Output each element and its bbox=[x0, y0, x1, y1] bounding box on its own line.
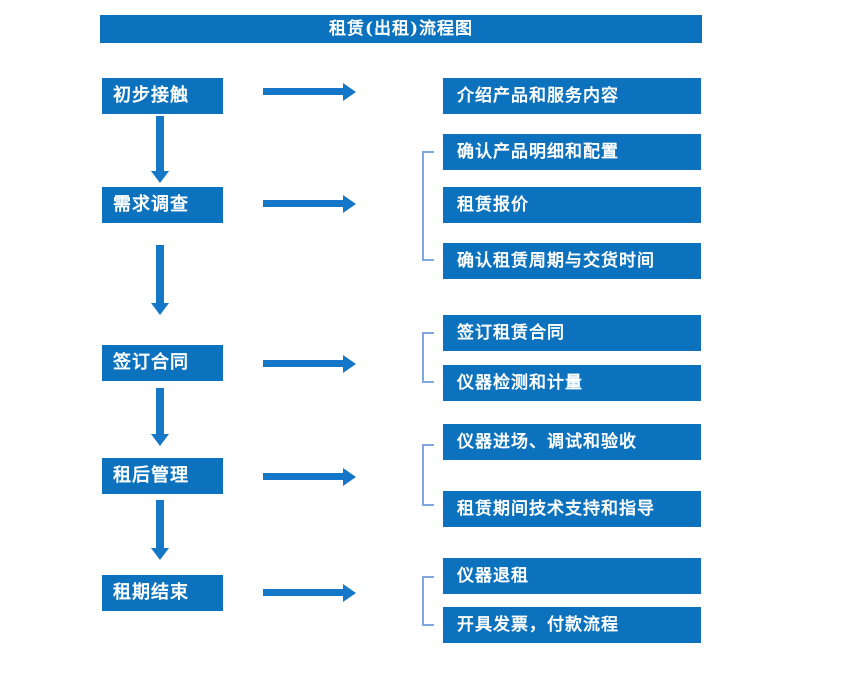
step-box-demand-survey: 需求调查 bbox=[102, 187, 223, 223]
step-box-initial-contact: 初步接触 bbox=[102, 78, 223, 114]
arrow-right-demand-survey bbox=[263, 200, 343, 207]
arrow-down-step4-step5 bbox=[156, 500, 164, 548]
arrow-down-step3-step4 bbox=[156, 388, 164, 434]
detail-box-invoice-payment: 开具发票，付款流程 bbox=[443, 607, 701, 643]
arrow-down-step2-step3 bbox=[156, 245, 164, 303]
arrow-right-sign-contract bbox=[263, 360, 343, 367]
bracket-demand-survey-group bbox=[422, 151, 434, 261]
arrow-right-rental-end bbox=[263, 589, 343, 596]
detail-box-confirm-product-config: 确认产品明细和配置 bbox=[443, 134, 701, 170]
step-box-rental-end: 租期结束 bbox=[102, 575, 223, 611]
arrow-right-post-rental bbox=[263, 473, 343, 480]
step-box-post-rental-management: 租后管理 bbox=[102, 458, 223, 494]
flowchart-title: 租赁(出租)流程图 bbox=[100, 15, 702, 43]
bracket-sign-contract-group bbox=[422, 332, 434, 383]
arrow-right-initial-contact bbox=[263, 88, 343, 95]
detail-box-sign-rental-contract: 签订租赁合同 bbox=[443, 315, 701, 351]
arrow-down-step1-step2 bbox=[156, 116, 164, 171]
detail-box-confirm-period-delivery: 确认租赁周期与交货时间 bbox=[443, 243, 701, 279]
detail-box-technical-support: 租赁期间技术支持和指导 bbox=[443, 491, 701, 527]
detail-box-instrument-testing: 仪器检测和计量 bbox=[443, 365, 701, 401]
detail-box-rental-quote: 租赁报价 bbox=[443, 187, 701, 223]
detail-box-instrument-return: 仪器退租 bbox=[443, 558, 701, 594]
step-box-sign-contract: 签订合同 bbox=[102, 345, 223, 381]
detail-box-instrument-setup: 仪器进场、调试和验收 bbox=[443, 424, 701, 460]
detail-box-introduce-products: 介绍产品和服务内容 bbox=[443, 78, 701, 114]
bracket-rental-end-group bbox=[422, 576, 434, 626]
bracket-post-rental-group bbox=[422, 444, 434, 506]
